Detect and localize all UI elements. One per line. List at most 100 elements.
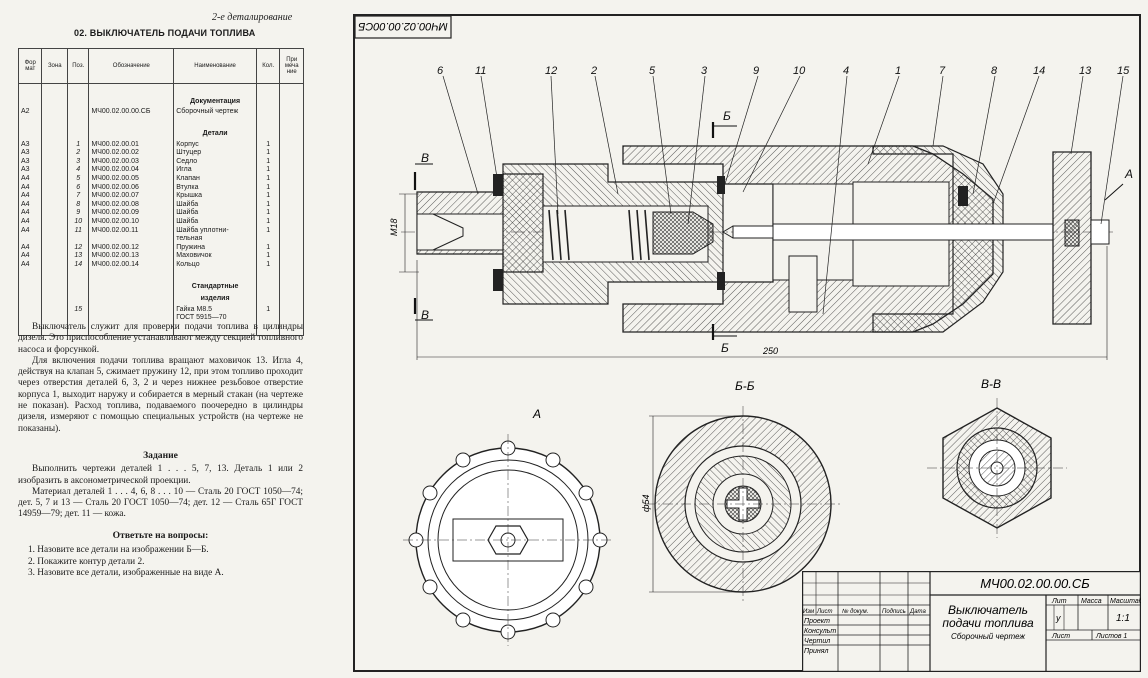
tb-sheets-label: Листов 1 xyxy=(1095,633,1127,640)
spec-section-title: Документация xyxy=(173,96,257,108)
spec-designation: МЧ00.02.00.11 xyxy=(88,226,175,236)
spec-format: А4 xyxy=(17,252,43,261)
spec-section-title xyxy=(173,83,257,96)
spec-zone xyxy=(41,305,69,315)
spec-format: А4 xyxy=(17,217,43,227)
spec-section-row: Стандартные xyxy=(17,281,304,294)
spec-pos: 11 xyxy=(67,226,90,236)
spec-note xyxy=(279,192,304,201)
tb-role: Консульт xyxy=(804,628,836,635)
question-item: 2. Покажите контур детали 2. xyxy=(28,556,145,567)
spec-qty: 1 xyxy=(255,140,281,150)
callout-labels: 6 11 12 2 5 3 9 10 4 1 7 8 14 13 15 xyxy=(437,65,1130,77)
spec-section-row xyxy=(17,269,304,282)
dim-thread: М18 xyxy=(389,218,399,236)
title-block: МЧ00.02.00.00.СБ Выключатель подачи топл… xyxy=(802,571,1141,672)
spec-row: тельная xyxy=(17,235,304,244)
spec-qty: 1 xyxy=(255,166,281,175)
spec-note xyxy=(279,243,304,253)
callout-1: 1 xyxy=(895,65,901,77)
questions-list: 1. Назовите все детали на изображении Б—… xyxy=(18,545,303,579)
questions-heading: Ответьте на вопросы: xyxy=(112,530,209,541)
spec-note xyxy=(279,157,304,167)
spec-name: Крышка xyxy=(173,192,257,201)
spec-note xyxy=(279,108,304,117)
section-bb-label: Б-Б xyxy=(735,379,755,393)
spec-name: Шайба xyxy=(173,209,257,218)
spec-designation: МЧ00.02.00.10 xyxy=(88,217,175,227)
spec-format: А4 xyxy=(17,243,43,253)
section-v-v: В-В xyxy=(927,377,1067,538)
spec-pos: 15 xyxy=(67,305,90,315)
tb-mass-label: Масса xyxy=(1081,598,1102,605)
spec-pos: 5 xyxy=(67,174,90,184)
spec-pos: 4 xyxy=(67,166,90,175)
tb-name-line1: Выключатель xyxy=(948,603,1028,617)
stamp-box xyxy=(354,15,452,39)
spec-qty xyxy=(255,235,281,244)
spec-qty: 1 xyxy=(255,243,281,253)
spec-section-title: изделия xyxy=(173,293,257,306)
spec-zone xyxy=(41,166,69,175)
spec-designation: МЧ00.02.00.07 xyxy=(88,192,175,201)
spec-note xyxy=(279,314,304,323)
question-item: 3. Назовите все детали, изображенные на … xyxy=(28,567,224,578)
spec-qty: 1 xyxy=(255,200,281,210)
spec-format: А3 xyxy=(17,166,43,175)
spec-zone xyxy=(41,200,69,210)
spec-designation: МЧ00.02.00.09 xyxy=(88,209,175,218)
spec-name: Маховичок xyxy=(173,252,257,261)
tb-lit-value: у xyxy=(1055,613,1061,623)
spec-section-row xyxy=(17,322,304,336)
spec-format xyxy=(17,305,43,315)
tb-col-list: Лист xyxy=(816,609,832,615)
callouts xyxy=(442,75,1124,315)
spec-section-title: Детали xyxy=(173,128,257,141)
spec-format: А4 xyxy=(17,174,43,184)
spec-designation: МЧ00.02.00.00.СБ xyxy=(88,108,175,117)
col-format: Фор мат xyxy=(17,48,43,84)
section-b-b: Б-Б ф54 xyxy=(641,379,841,602)
task-heading: Задание xyxy=(143,450,178,461)
tb-designation: МЧ00.02.00.00.СБ xyxy=(980,576,1090,591)
spec-format xyxy=(17,314,43,323)
callout-2: 2 xyxy=(590,65,597,77)
tb-role: Чертил xyxy=(804,638,830,645)
spec-format: А4 xyxy=(17,183,43,193)
spec-zone xyxy=(41,149,69,158)
spec-section-title xyxy=(173,116,257,129)
callout-10: 10 xyxy=(793,65,806,77)
tb-lit-label: Лит xyxy=(1051,598,1067,605)
callout-7: 7 xyxy=(939,65,946,77)
dim-length: 250 xyxy=(762,346,778,356)
part-4-needle xyxy=(732,225,774,239)
spec-pos: 6 xyxy=(67,183,90,193)
spec-pos: 2 xyxy=(67,149,90,158)
spec-designation: МЧ00.02.00.06 xyxy=(88,183,175,193)
spec-qty xyxy=(255,314,281,323)
spec-note xyxy=(279,183,304,193)
spec-format: А3 xyxy=(17,149,43,158)
mark-a-arrow: А xyxy=(1124,167,1133,181)
callout-15: 15 xyxy=(1117,65,1130,77)
spec-designation: МЧ00.02.00.02 xyxy=(88,149,175,158)
spec-qty: 1 xyxy=(255,305,281,315)
spec-name: Кольцо xyxy=(173,260,257,270)
section-title: 02. ВЫКЛЮЧАТЕЛЬ ПОДАЧИ ТОПЛИВА xyxy=(74,28,256,38)
spec-format: А4 xyxy=(17,200,43,210)
col-note: При меча ние xyxy=(279,48,304,84)
spec-qty: 1 xyxy=(255,157,281,167)
callout-4: 4 xyxy=(843,65,849,77)
spec-note xyxy=(279,235,304,244)
spec-section-row: Детали xyxy=(17,128,304,141)
spec-name: тельная xyxy=(173,235,257,244)
spec-note xyxy=(279,166,304,175)
spec-name: Игла xyxy=(173,166,257,175)
spec-pos: 13 xyxy=(67,252,90,261)
section-markers xyxy=(413,122,1124,340)
spec-name: Шайба уплотни- xyxy=(173,226,257,236)
spec-pos: 9 xyxy=(67,209,90,218)
